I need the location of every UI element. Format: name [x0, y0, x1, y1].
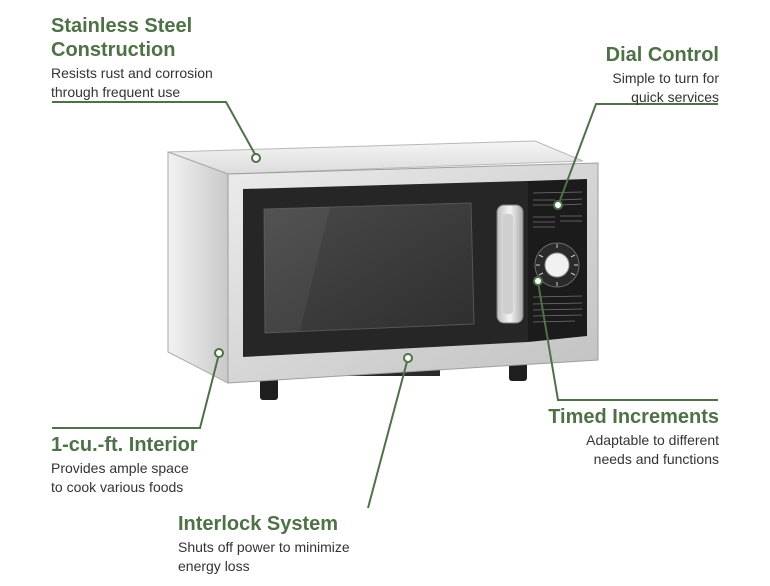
callout-line-stainless: [52, 101, 257, 157]
feature-title: Timed Increments: [548, 406, 719, 428]
callout-line-interlock: [367, 357, 409, 509]
microwave-window: [263, 202, 475, 334]
feature-description-line: Provides ample space: [51, 460, 189, 476]
feature-description-line: Simple to turn for: [612, 70, 719, 86]
feature-description-line: to cook various foods: [51, 479, 184, 495]
feature-stainless-steel: Stainless Steel Construction Resists rus…: [51, 14, 311, 102]
timer-dial-knob: [544, 252, 570, 278]
feature-timed-increments: Timed Increments Adaptable to different …: [500, 405, 719, 469]
feature-dial-control: Dial Control Simple to turn for quick se…: [520, 43, 719, 107]
feature-description: Simple to turn for quick services: [520, 69, 719, 107]
feature-description: Provides ample space to cook various foo…: [51, 459, 291, 497]
feature-description-line: through frequent use: [51, 84, 181, 100]
feature-title: Construction: [51, 39, 176, 61]
feature-title: Stainless Steel: [51, 15, 193, 37]
feature-title: Interlock System: [178, 513, 339, 535]
feature-title: Dial Control: [605, 44, 719, 66]
callout-dot-interior: [214, 348, 224, 358]
feature-description: Adaptable to different needs and functio…: [500, 431, 719, 469]
feature-description: Shuts off power to minimize energy loss: [178, 538, 438, 576]
feature-interior: 1-cu.-ft. Interior Provides ample space …: [51, 433, 291, 497]
callout-line-timed: [537, 281, 718, 401]
callout-dot-timed: [533, 276, 543, 286]
feature-description-line: Adaptable to different: [586, 432, 719, 448]
feature-description-line: quick services: [631, 89, 719, 105]
callout-dot-interlock: [403, 353, 413, 363]
feature-description-line: Resists rust and corrosion: [51, 65, 213, 81]
feature-interlock-system: Interlock System Shuts off power to mini…: [178, 512, 438, 576]
feature-description-line: energy loss: [178, 558, 250, 574]
feature-description-line: needs and functions: [593, 451, 719, 467]
callout-dot-stainless: [251, 153, 261, 163]
feature-title: 1-cu.-ft. Interior: [51, 434, 198, 456]
callout-line-interior: [52, 353, 220, 429]
feature-description-line: Shuts off power to minimize: [178, 539, 350, 555]
callout-line-dial: [558, 103, 718, 204]
feature-description: Resists rust and corrosion through frequ…: [51, 64, 311, 102]
callout-dot-dial: [553, 200, 563, 210]
